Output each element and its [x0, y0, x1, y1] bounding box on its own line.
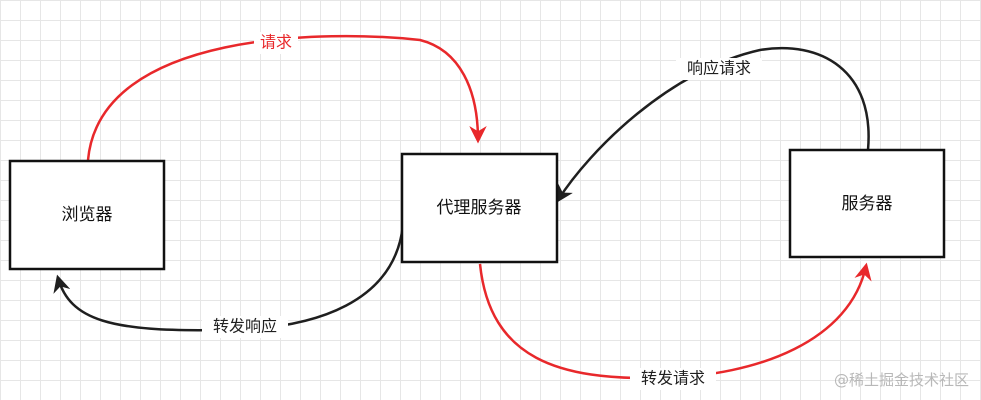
- edge-forward-request: [478, 262, 872, 380]
- node-browser: 浏览器: [8, 159, 166, 271]
- edge-label-response-request: 响应请求: [687, 59, 751, 78]
- node-browser-label: 浏览器: [62, 205, 113, 225]
- edge-response-request: [556, 46, 870, 203]
- label-bg-forward-response: [202, 316, 288, 338]
- edge-label-forward-response: 转发响应: [213, 317, 277, 336]
- label-bg-response-request: [676, 58, 762, 80]
- node-proxy: 代理服务器: [400, 152, 559, 264]
- edge-label-forward-request: 转发请求: [641, 369, 705, 388]
- node-proxy-label: 代理服务器: [437, 198, 522, 218]
- label-bg-request: [254, 32, 298, 54]
- node-server: 服务器: [788, 148, 946, 259]
- watermark: @稀土掘金技术社区: [833, 371, 969, 389]
- node-server-label: 服务器: [842, 194, 893, 214]
- edge-label-request: 请求: [260, 33, 292, 52]
- label-bg-forward-request: [630, 368, 716, 390]
- edge-request: [86, 34, 487, 161]
